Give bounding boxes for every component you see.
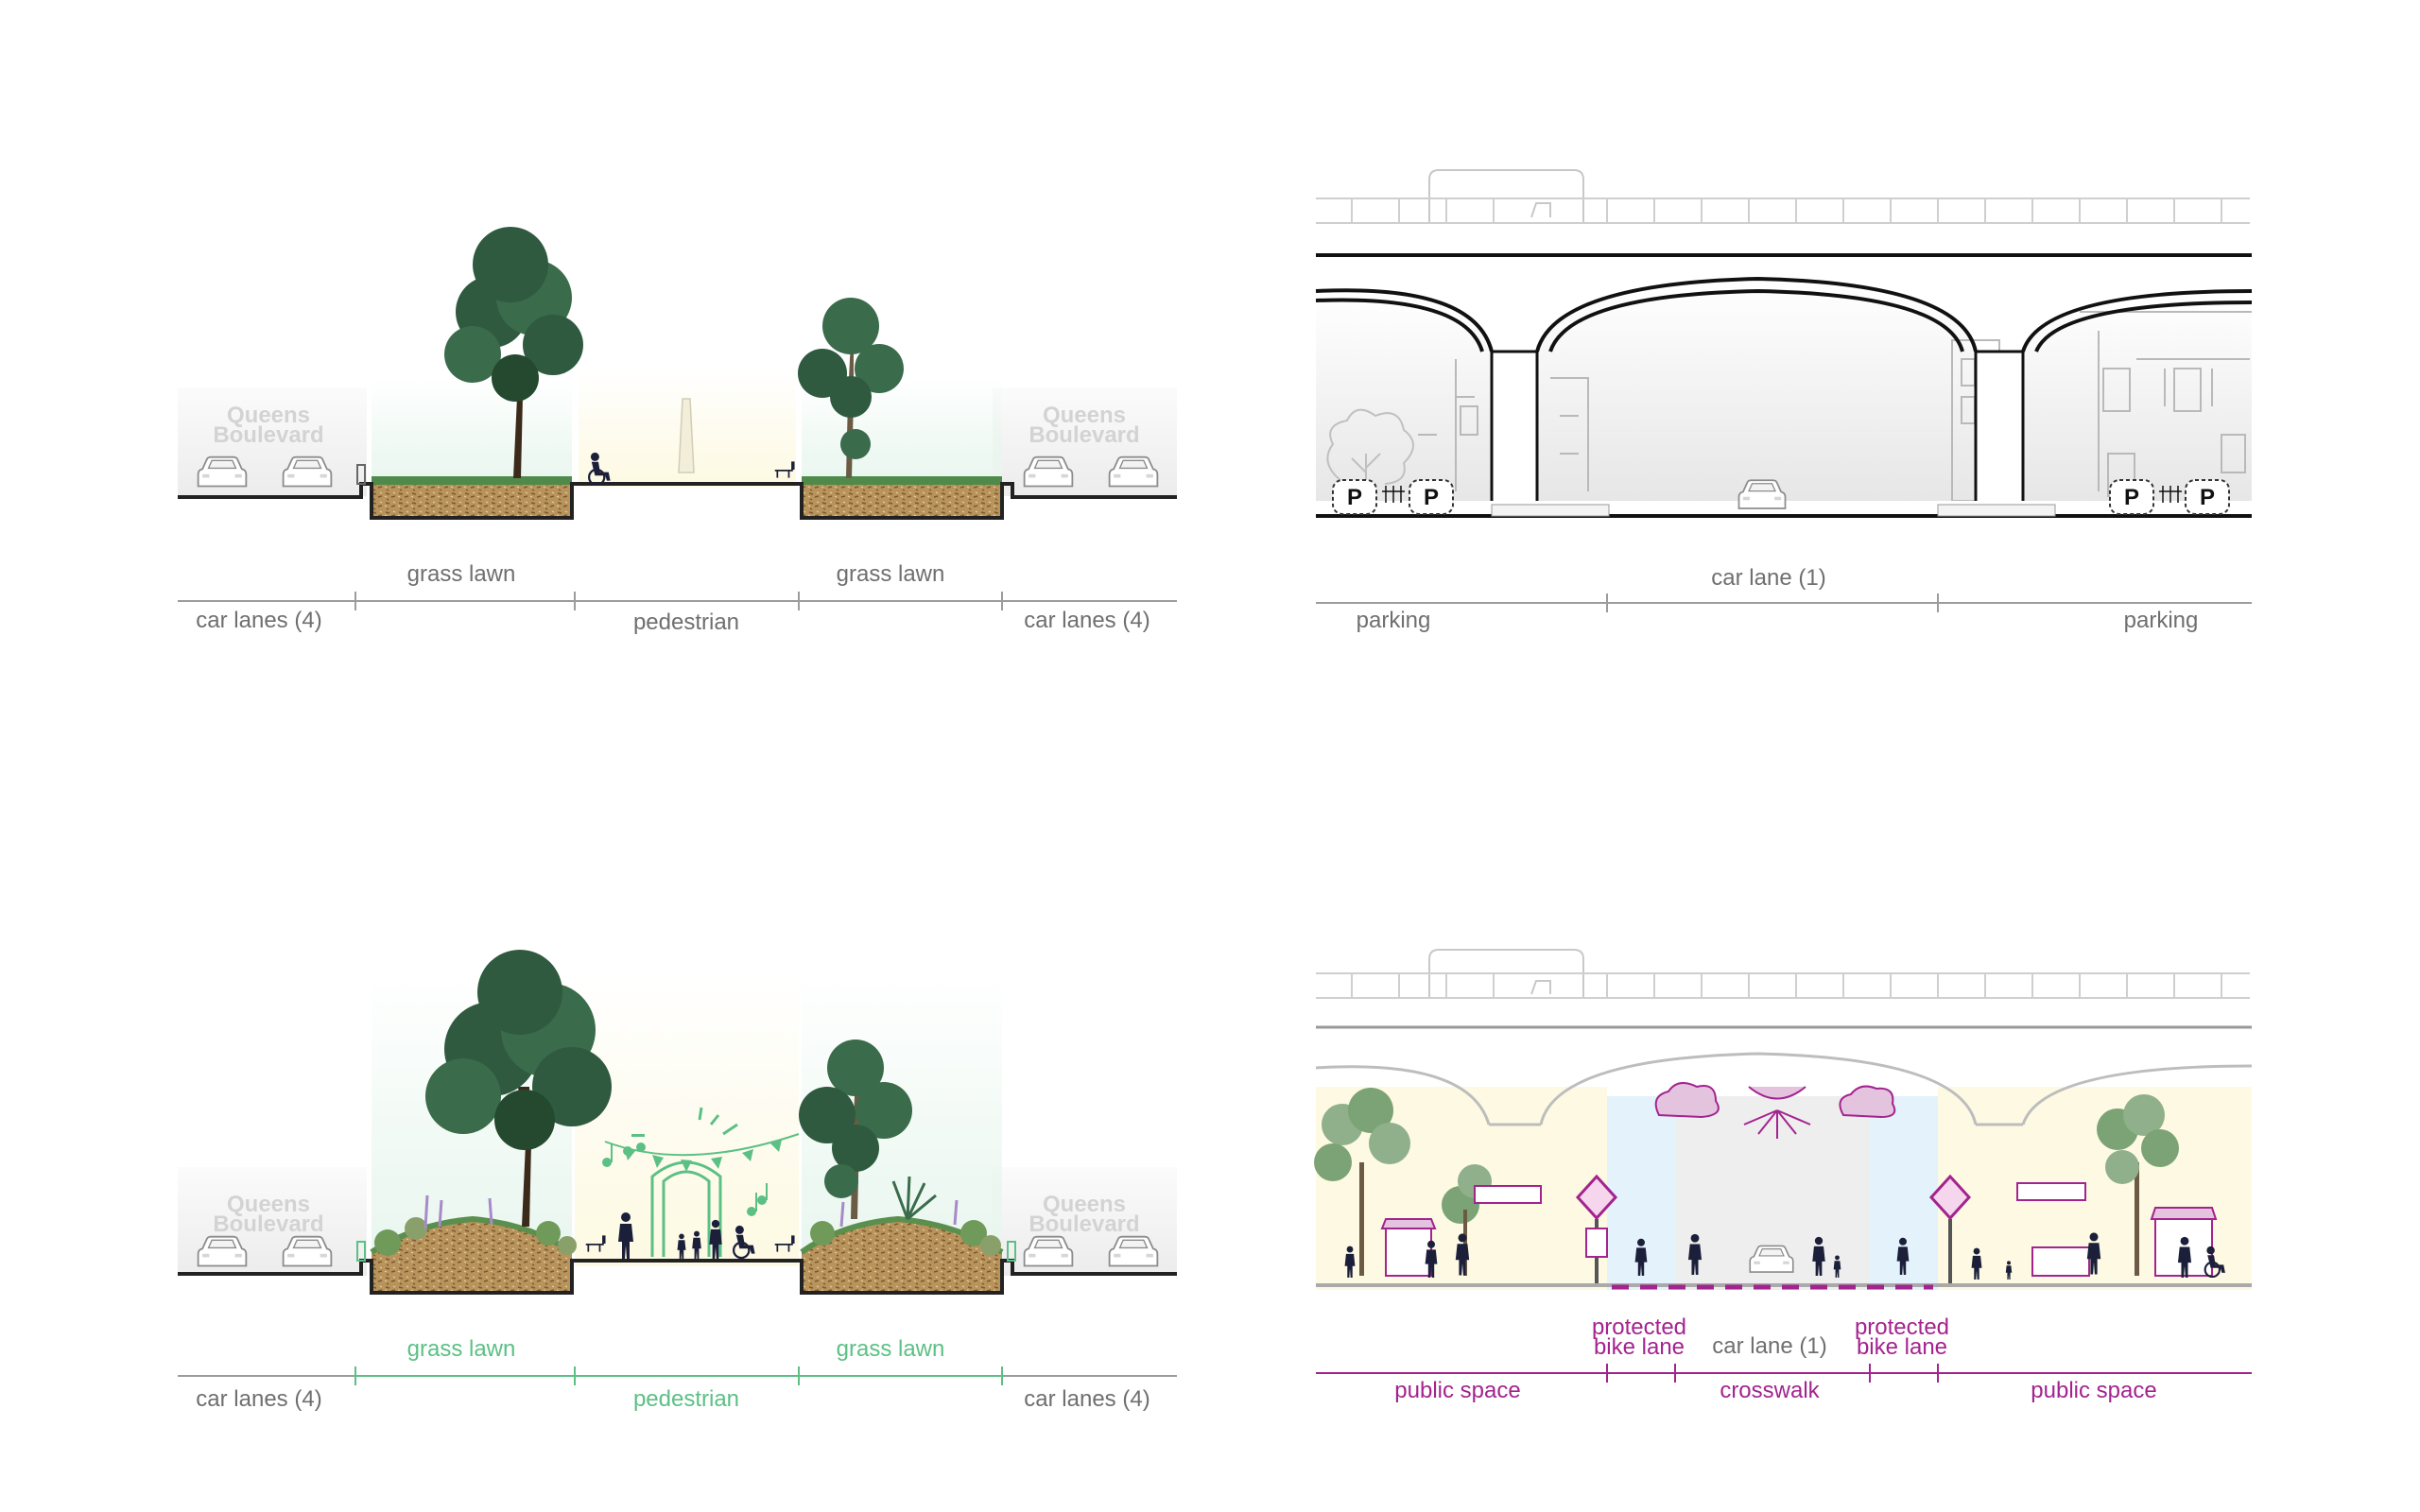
soil-bed-right	[802, 484, 1002, 518]
car-icon	[1023, 1235, 1074, 1267]
parking-letter: P	[2124, 485, 2139, 510]
tree-icon	[799, 1040, 912, 1219]
existing-boulevard-section: Queens Boulevard Queens Boulevard	[178, 227, 1177, 635]
queens-sign-left-line2: Boulevard	[213, 1211, 323, 1237]
label-protected-bike-left-line2: bike lane	[1594, 1334, 1685, 1360]
music-note-icon	[602, 1134, 768, 1216]
car-icon	[1737, 479, 1787, 509]
label-pedestrian: pedestrian	[633, 610, 739, 635]
car-icon	[282, 455, 333, 488]
obelisk-icon	[678, 398, 695, 473]
tree-icon	[2097, 1094, 2179, 1276]
queens-sign-right-line2: Boulevard	[1028, 1211, 1139, 1237]
label-public-space-right: public space	[2031, 1378, 2156, 1403]
car-icon	[282, 1235, 333, 1267]
label-parking-left: parking	[1357, 608, 1431, 633]
parking-letter: P	[2200, 485, 2215, 510]
label-pedestrian: pedestrian	[633, 1386, 739, 1412]
bike-crossing-sign-icon	[1575, 1174, 1618, 1285]
label-protected-bike-left-line1: protected	[1592, 1314, 1686, 1340]
bike-crossing-sign-icon	[1928, 1174, 1972, 1285]
label-car-lanes-right: car lanes (4)	[1024, 1386, 1150, 1412]
green-zone-left	[372, 378, 572, 484]
label-protected-bike-right-line2: bike lane	[1857, 1334, 1947, 1360]
proposed-boulevard-section: Queens Boulevard Queens Boulevard	[178, 950, 1177, 1412]
queens-sign-left-line2: Boulevard	[213, 422, 323, 448]
label-car-lanes-left: car lanes (4)	[196, 1386, 321, 1412]
car-icon	[1108, 1235, 1159, 1267]
viaduct-arches	[1315, 276, 2253, 352]
queens-sign-left-line1: Queens	[227, 403, 310, 428]
parking-letter: P	[1347, 485, 1362, 510]
queens-sign-right-line1: Queens	[1043, 1192, 1126, 1217]
car-icon	[197, 1235, 248, 1267]
label-public-space-left: public space	[1394, 1378, 1520, 1403]
label-protected-bike-right-line1: protected	[1855, 1314, 1949, 1340]
viaduct-columns	[1490, 350, 2025, 507]
car-icon	[197, 455, 248, 488]
label-car-lane: car lane (1)	[1712, 1333, 1826, 1359]
grass-strip-right	[802, 476, 1002, 485]
yellow-zone	[575, 973, 799, 1266]
tree-icon	[1314, 1088, 1492, 1276]
ceiling-art-icon	[1654, 1082, 1896, 1139]
bollard-icon	[356, 1241, 366, 1262]
shrubs-icon	[374, 1176, 1001, 1256]
car-icon	[1108, 455, 1159, 488]
queens-sign-left-line1: Queens	[227, 1192, 310, 1217]
existing-viaduct-section: P P P P car lane (1) parking parking	[1315, 169, 2253, 633]
label-car-lane: car lane (1)	[1711, 565, 1825, 591]
tree-icon	[444, 227, 583, 478]
market-stall-icon	[1380, 1207, 2218, 1277]
label-parking-right: parking	[2124, 608, 2199, 633]
queens-sign-right-line2: Boulevard	[1028, 422, 1139, 448]
bollard-icon	[1007, 1241, 1016, 1262]
car-icon	[1749, 1245, 1794, 1273]
parking-letter: P	[1424, 485, 1439, 510]
grass-strip-left	[372, 476, 572, 485]
viaduct-arches	[1315, 1052, 2253, 1126]
label-crosswalk: crosswalk	[1720, 1378, 1820, 1403]
car-icon	[1023, 455, 1074, 488]
soil-bed-left	[372, 484, 572, 518]
queens-sign-right-line1: Queens	[1043, 403, 1126, 428]
label-grass-lawn-left: grass lawn	[407, 561, 516, 587]
label-grass-lawn-right: grass lawn	[837, 561, 945, 587]
label-car-lanes-right: car lanes (4)	[1024, 608, 1150, 633]
bollard-icon	[356, 464, 366, 485]
tree-icon	[425, 950, 612, 1227]
label-grass-lawn-left: grass lawn	[407, 1336, 516, 1362]
proposed-viaduct-section: protected bike lane car lane (1) protect…	[1314, 949, 2253, 1403]
soil-mound-right	[802, 1219, 1002, 1293]
banner-icon	[1474, 1182, 2086, 1204]
label-car-lanes-left: car lanes (4)	[196, 608, 321, 633]
label-grass-lawn-right: grass lawn	[837, 1336, 945, 1362]
arch-trellis-icon	[650, 1107, 738, 1257]
tree-icon	[798, 298, 904, 478]
